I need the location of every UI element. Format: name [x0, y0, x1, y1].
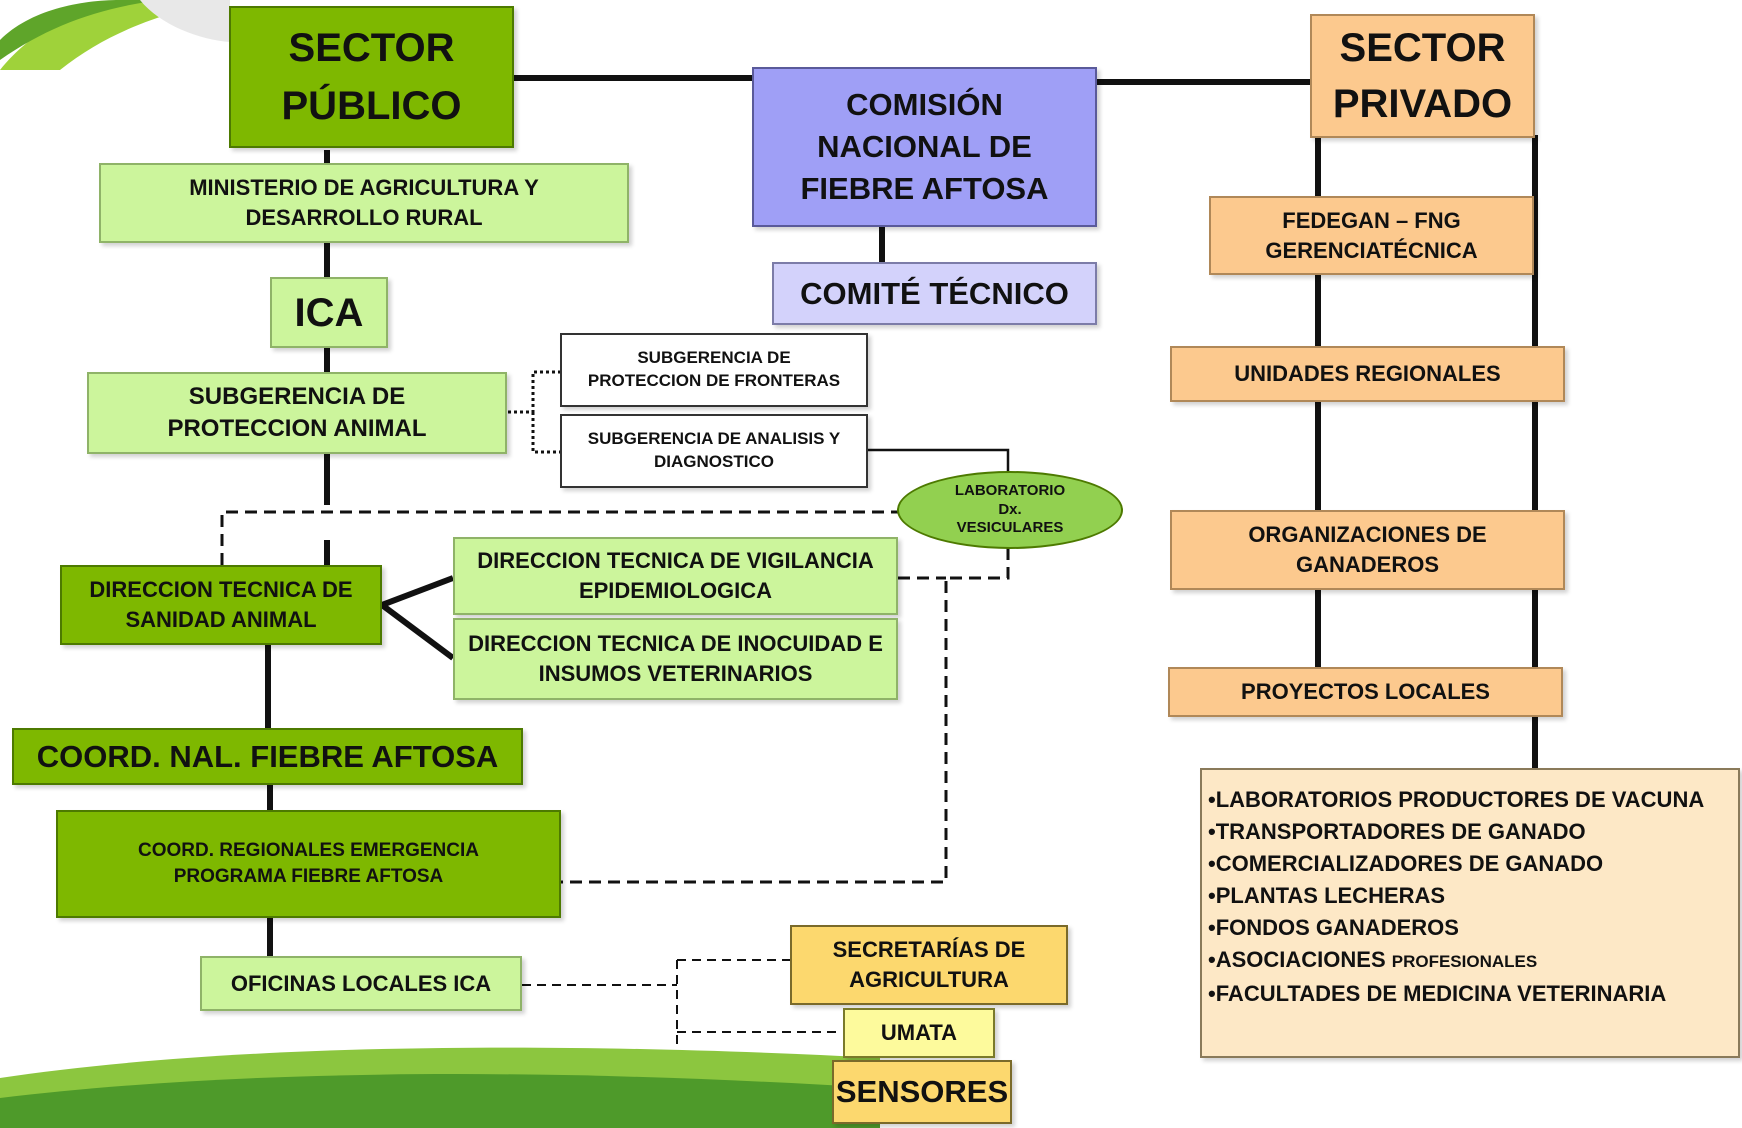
laboratorio-ellipse: LABORATORIO Dx. VESICULARES — [897, 471, 1123, 549]
subgerencia-proteccion-box: SUBGERENCIA DE PROTECCION ANIMAL — [87, 372, 507, 454]
decorative-swoosh-top — [0, 0, 230, 70]
ica-box: ICA — [270, 277, 388, 348]
oficinas-locales-box: OFICINAS LOCALES ICA — [200, 956, 522, 1011]
list-item: •PLANTAS LECHERAS — [1208, 883, 1446, 908]
fedegan-box: FEDEGAN – FNG GERENCIATÉCNICA — [1209, 196, 1534, 275]
list-item: •COMERCIALIZADORES DE GANADO — [1208, 851, 1604, 876]
private-sector-list: •LABORATORIOS PRODUCTORES DE VACUNA •TRA… — [1200, 768, 1740, 1058]
comite-tecnico-box: COMITÉ TÉCNICO — [772, 262, 1097, 325]
coord-nal-box: COORD. NAL. FIEBRE AFTOSA — [12, 728, 523, 785]
secretarias-box: SECRETARÍAS DE AGRICULTURA — [790, 925, 1068, 1005]
comision-nacional-box: COMISIÓN NACIONAL DE FIEBRE AFTOSA — [752, 67, 1097, 227]
subgerencia-analisis-box: SUBGERENCIA DE ANALISIS Y DIAGNOSTICO — [560, 414, 868, 488]
coord-regionales-box: COORD. REGIONALES EMERGENCIA PROGRAMA FI… — [56, 810, 561, 918]
decorative-swoosh-bottom — [0, 1047, 880, 1128]
ministerio-box: MINISTERIO DE AGRICULTURA Y DESARROLLO R… — [99, 163, 629, 243]
direccion-inocuidad-box: DIRECCION TECNICA DE INOCUIDAD E INSUMOS… — [453, 618, 898, 700]
unidades-regionales-box: UNIDADES REGIONALES — [1170, 346, 1565, 402]
organizaciones-ganaderos-box: ORGANIZACIONES DE GANADEROS — [1170, 510, 1565, 590]
list-item: •ASOCIACIONES PROFESIONALES — [1208, 947, 1538, 972]
umata-box: UMATA — [843, 1008, 995, 1058]
subgerencia-fronteras-box: SUBGERENCIA DE PROTECCION DE FRONTERAS — [560, 333, 868, 407]
sensores-box: SENSORES — [832, 1060, 1012, 1124]
sector-privado-box: SECTOR PRIVADO — [1310, 14, 1535, 138]
list-item: •FACULTADES DE MEDICINA VETERINARIA — [1208, 981, 1667, 1006]
direccion-vigilancia-box: DIRECCION TECNICA DE VIGILANCIA EPIDEMIO… — [453, 537, 898, 615]
list-item: •TRANSPORTADORES DE GANADO — [1208, 819, 1586, 844]
list-item: •FONDOS GANADEROS — [1208, 915, 1459, 940]
proyectos-locales-box: PROYECTOS LOCALES — [1168, 667, 1563, 717]
direccion-sanidad-box: DIRECCION TECNICA DE SANIDAD ANIMAL — [60, 565, 382, 645]
sector-publico-box: SECTOR PÚBLICO — [229, 6, 514, 148]
list-item: •LABORATORIOS PRODUCTORES DE VACUNA — [1208, 787, 1705, 812]
